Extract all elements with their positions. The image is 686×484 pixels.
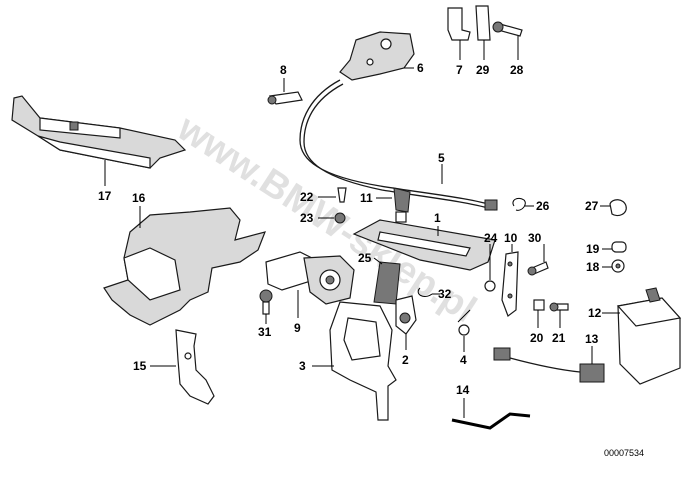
label-10: 10 (504, 231, 518, 245)
part-labels: 1 2 3 4 5 6 7 8 9 10 11 12 13 14 15 16 1… (98, 61, 602, 397)
label-8: 8 (280, 63, 287, 77)
label-17: 17 (98, 189, 112, 203)
label-2: 2 (402, 353, 409, 367)
part-24-clip (484, 280, 496, 292)
part-6-upper-bracket (339, 31, 415, 81)
label-24: 24 (484, 231, 498, 245)
label-27: 27 (585, 199, 599, 213)
label-3: 3 (299, 359, 306, 373)
part-19-cap (611, 241, 627, 253)
part-18-nut (611, 259, 625, 273)
label-11: 11 (360, 191, 373, 205)
part-14-hex-key (451, 412, 531, 430)
part-3-frame (329, 301, 397, 421)
label-30: 30 (528, 231, 542, 245)
part-20-bushing (533, 299, 545, 311)
part-9-motor (265, 251, 355, 305)
part-16-lower-cover (103, 207, 266, 326)
part-7-clip (447, 7, 471, 41)
part-28-bolt (492, 21, 523, 37)
label-15: 15 (133, 359, 147, 373)
part-15-bracket (175, 329, 215, 405)
label-13: 13 (585, 332, 599, 346)
label-25: 25 (358, 251, 372, 265)
image-code: 00007534 (604, 448, 644, 458)
part-32-spring (417, 287, 433, 297)
part-22-screw (337, 187, 347, 203)
label-6: 6 (417, 61, 424, 75)
label-20: 20 (530, 331, 544, 345)
label-5: 5 (438, 151, 445, 165)
label-4: 4 (460, 353, 467, 367)
part-13-connector (493, 347, 605, 383)
label-12: 12 (588, 306, 602, 320)
label-32: 32 (438, 287, 452, 301)
label-9: 9 (294, 321, 301, 335)
label-14: 14 (456, 383, 470, 397)
part-17-trim-panel (11, 95, 187, 169)
part-8-lever (267, 91, 303, 105)
part-23-nut (334, 212, 346, 224)
part-27-ring (609, 199, 627, 217)
label-7: 7 (456, 63, 463, 77)
part-4-pin (457, 309, 471, 336)
label-18: 18 (586, 260, 600, 274)
label-28: 28 (510, 63, 524, 77)
cable-path (299, 79, 496, 207)
part-26-clip (512, 197, 526, 211)
part-2-spring (395, 295, 417, 335)
part-10-lever (501, 251, 519, 317)
label-31: 31 (258, 325, 272, 339)
part-30-bolt (527, 261, 549, 276)
label-16: 16 (132, 191, 146, 205)
label-26: 26 (536, 199, 550, 213)
label-22: 22 (300, 190, 314, 204)
label-29: 29 (476, 63, 490, 77)
label-1: 1 (434, 211, 441, 225)
part-12-control-unit (616, 287, 682, 385)
leader-25 (373, 257, 383, 265)
part-31-bolt (259, 289, 273, 315)
part-1-main-plate (352, 219, 496, 271)
label-19: 19 (586, 242, 600, 256)
label-21: 21 (552, 331, 566, 345)
part-11-knob (393, 187, 411, 223)
part-29-plate (475, 5, 491, 41)
label-23: 23 (300, 211, 314, 225)
part-21-screw (549, 302, 569, 312)
